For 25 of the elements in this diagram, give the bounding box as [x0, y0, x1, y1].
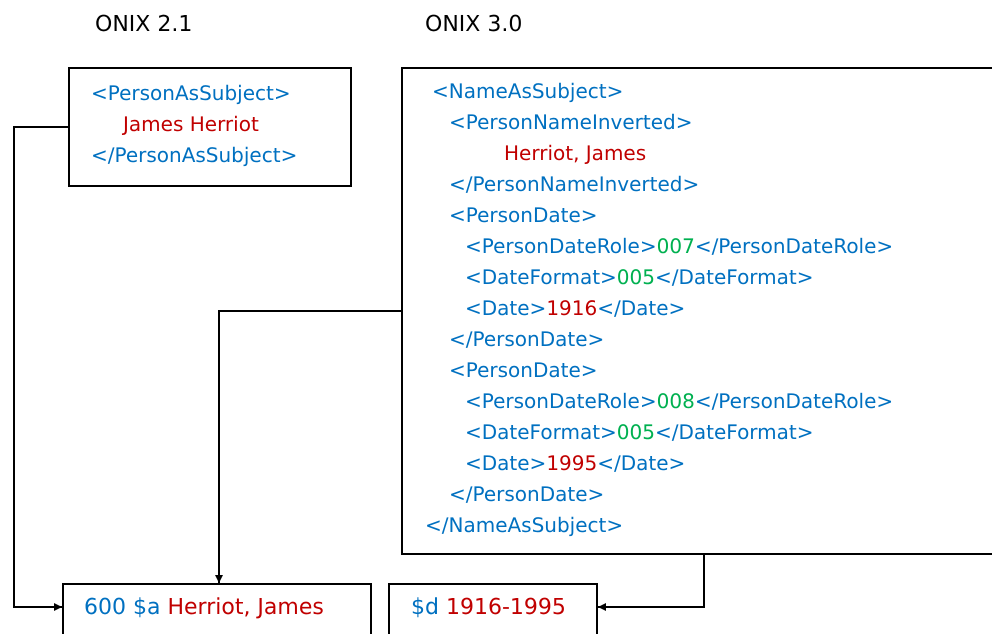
code-line: <PersonDateRole>007</PersonDateRole> — [465, 233, 894, 260]
code-line: <PersonNameInverted> — [449, 109, 693, 136]
code-line: </PersonDate> — [449, 326, 604, 353]
code-line: </NameAsSubject> — [425, 512, 624, 539]
connector-arrow — [13, 126, 68, 611]
code-line: <Date>1995</Date> — [465, 450, 686, 477]
code-line: </PersonDate> — [449, 481, 604, 508]
xml-panel — [62, 583, 372, 634]
connector-arrow — [215, 310, 401, 583]
code-line: <DateFormat>005</DateFormat> — [465, 264, 814, 291]
code-line: <PersonAsSubject> — [91, 80, 291, 107]
code-line: Herriot, James — [504, 140, 646, 167]
code-line: <DateFormat>005</DateFormat> — [465, 419, 814, 446]
heading: ONIX 3.0 — [425, 11, 522, 39]
code-line: <PersonDate> — [449, 357, 598, 384]
code-line: <Date>1916</Date> — [465, 295, 686, 322]
code-line: <PersonDate> — [449, 202, 598, 229]
heading: ONIX 2.1 — [95, 11, 192, 39]
code-line: <NameAsSubject> — [432, 78, 624, 105]
connector-arrow — [598, 555, 705, 611]
code-line: James Herriot — [123, 111, 259, 138]
code-line: </PersonNameInverted> — [449, 171, 700, 198]
code-line: <PersonDateRole>008</PersonDateRole> — [465, 388, 894, 415]
xml-panel — [388, 583, 598, 634]
code-line: </PersonAsSubject> — [91, 142, 298, 169]
